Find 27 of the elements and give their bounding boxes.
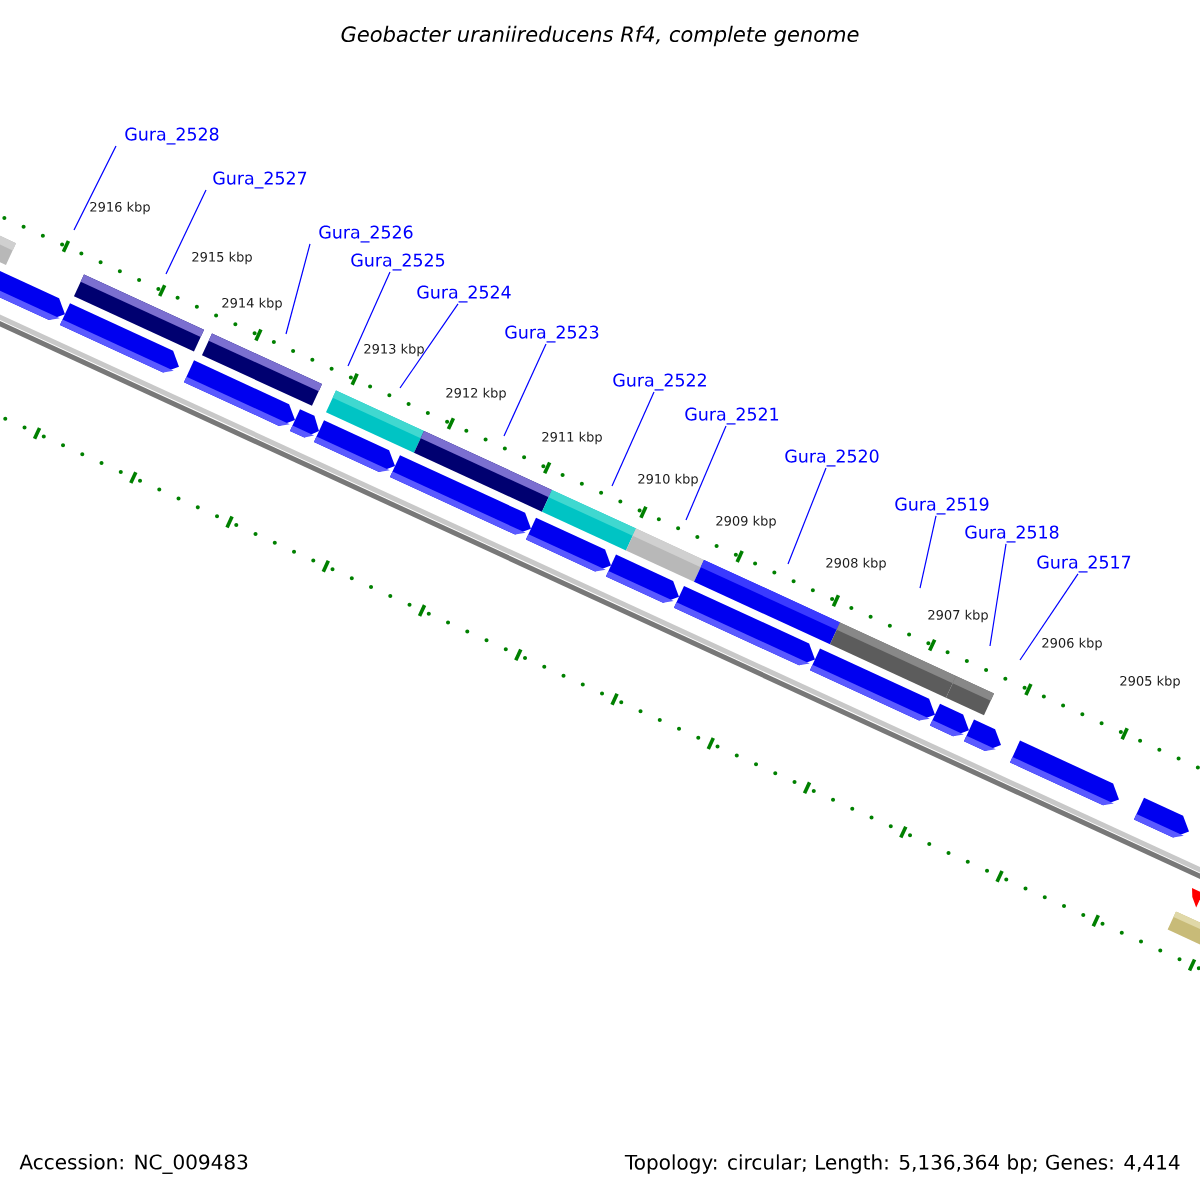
leader-line [165, 189, 207, 275]
leader-line [685, 425, 727, 521]
gene-label: Gura_2519 [895, 497, 989, 515]
leader-line [919, 515, 937, 589]
leader-line [347, 271, 391, 367]
gene-label: Gura_2528 [125, 127, 219, 145]
gene-label: Gura_2517 [1037, 555, 1131, 573]
gene-label: Gura_2525 [351, 253, 445, 271]
gene-label: Gura_2527 [213, 171, 307, 189]
gene-label: Gura_2526 [319, 225, 413, 243]
gene-label: Gura_2518 [965, 525, 1059, 543]
gene-label: Gura_2524 [417, 285, 511, 303]
gene-label: Gura_2521 [685, 407, 779, 425]
leader-line [611, 391, 655, 487]
title: Geobacter uraniireducens Rf4, complete genome [341, 25, 859, 47]
leader-line [1019, 573, 1079, 661]
gene-label: Gura_2522 [613, 373, 706, 391]
leader-line [787, 467, 827, 565]
gene-label: Gura_2520 [785, 449, 879, 467]
leader-line [285, 243, 311, 335]
leader-line [989, 543, 1007, 647]
leader-line [73, 145, 117, 231]
footer-text: Topology: circular; Length: 5,136,364 bp; Genes: 4,414 [624, 1154, 1180, 1174]
footer-text: Accession: NC_009483 [19, 1154, 248, 1174]
leader-line [503, 343, 547, 437]
gene-label: Gura_2523 [505, 325, 599, 343]
leader-line [399, 303, 459, 389]
